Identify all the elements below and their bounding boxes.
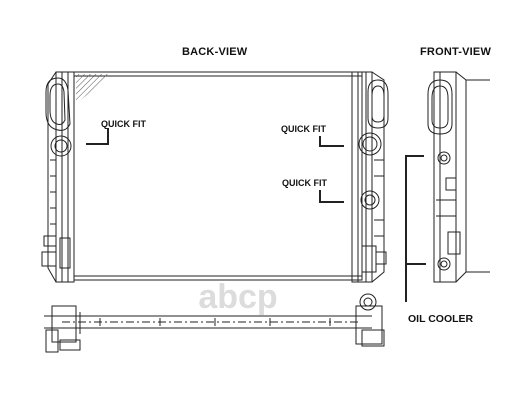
front-view-drawing — [405, 71, 490, 302]
right-tank — [351, 71, 389, 283]
back-view-title: BACK-VIEW — [182, 46, 248, 58]
front-view-title: FRONT-VIEW — [420, 46, 492, 58]
oil-cooler-port-lower — [437, 257, 451, 271]
oil-cooler-port-upper — [437, 151, 451, 165]
quick-fit-label-right-lower: QUICK FIT — [282, 178, 327, 188]
oil-cooler-leader — [405, 155, 424, 302]
quick-fit-leader-left — [86, 128, 109, 145]
quick-fit-port-right-lower — [360, 190, 380, 210]
quick-fit-port-left — [50, 135, 72, 157]
bottom-view-port — [359, 293, 377, 311]
quick-fit-port-right-upper — [358, 132, 382, 156]
watermark-logo: abcp — [198, 278, 277, 316]
left-tank — [41, 71, 75, 283]
quick-fit-label-right-upper: QUICK FIT — [281, 124, 326, 134]
radiator-core — [73, 71, 363, 281]
hatched-corner — [76, 74, 112, 104]
quick-fit-leader-right-upper — [319, 136, 344, 147]
quick-fit-leader-right-lower — [319, 190, 344, 203]
quick-fit-label-left: QUICK FIT — [101, 119, 146, 129]
back-view-drawing — [41, 71, 389, 283]
bottom-view-drawing — [44, 293, 385, 353]
oil-cooler-label: OIL COOLER — [408, 313, 474, 325]
